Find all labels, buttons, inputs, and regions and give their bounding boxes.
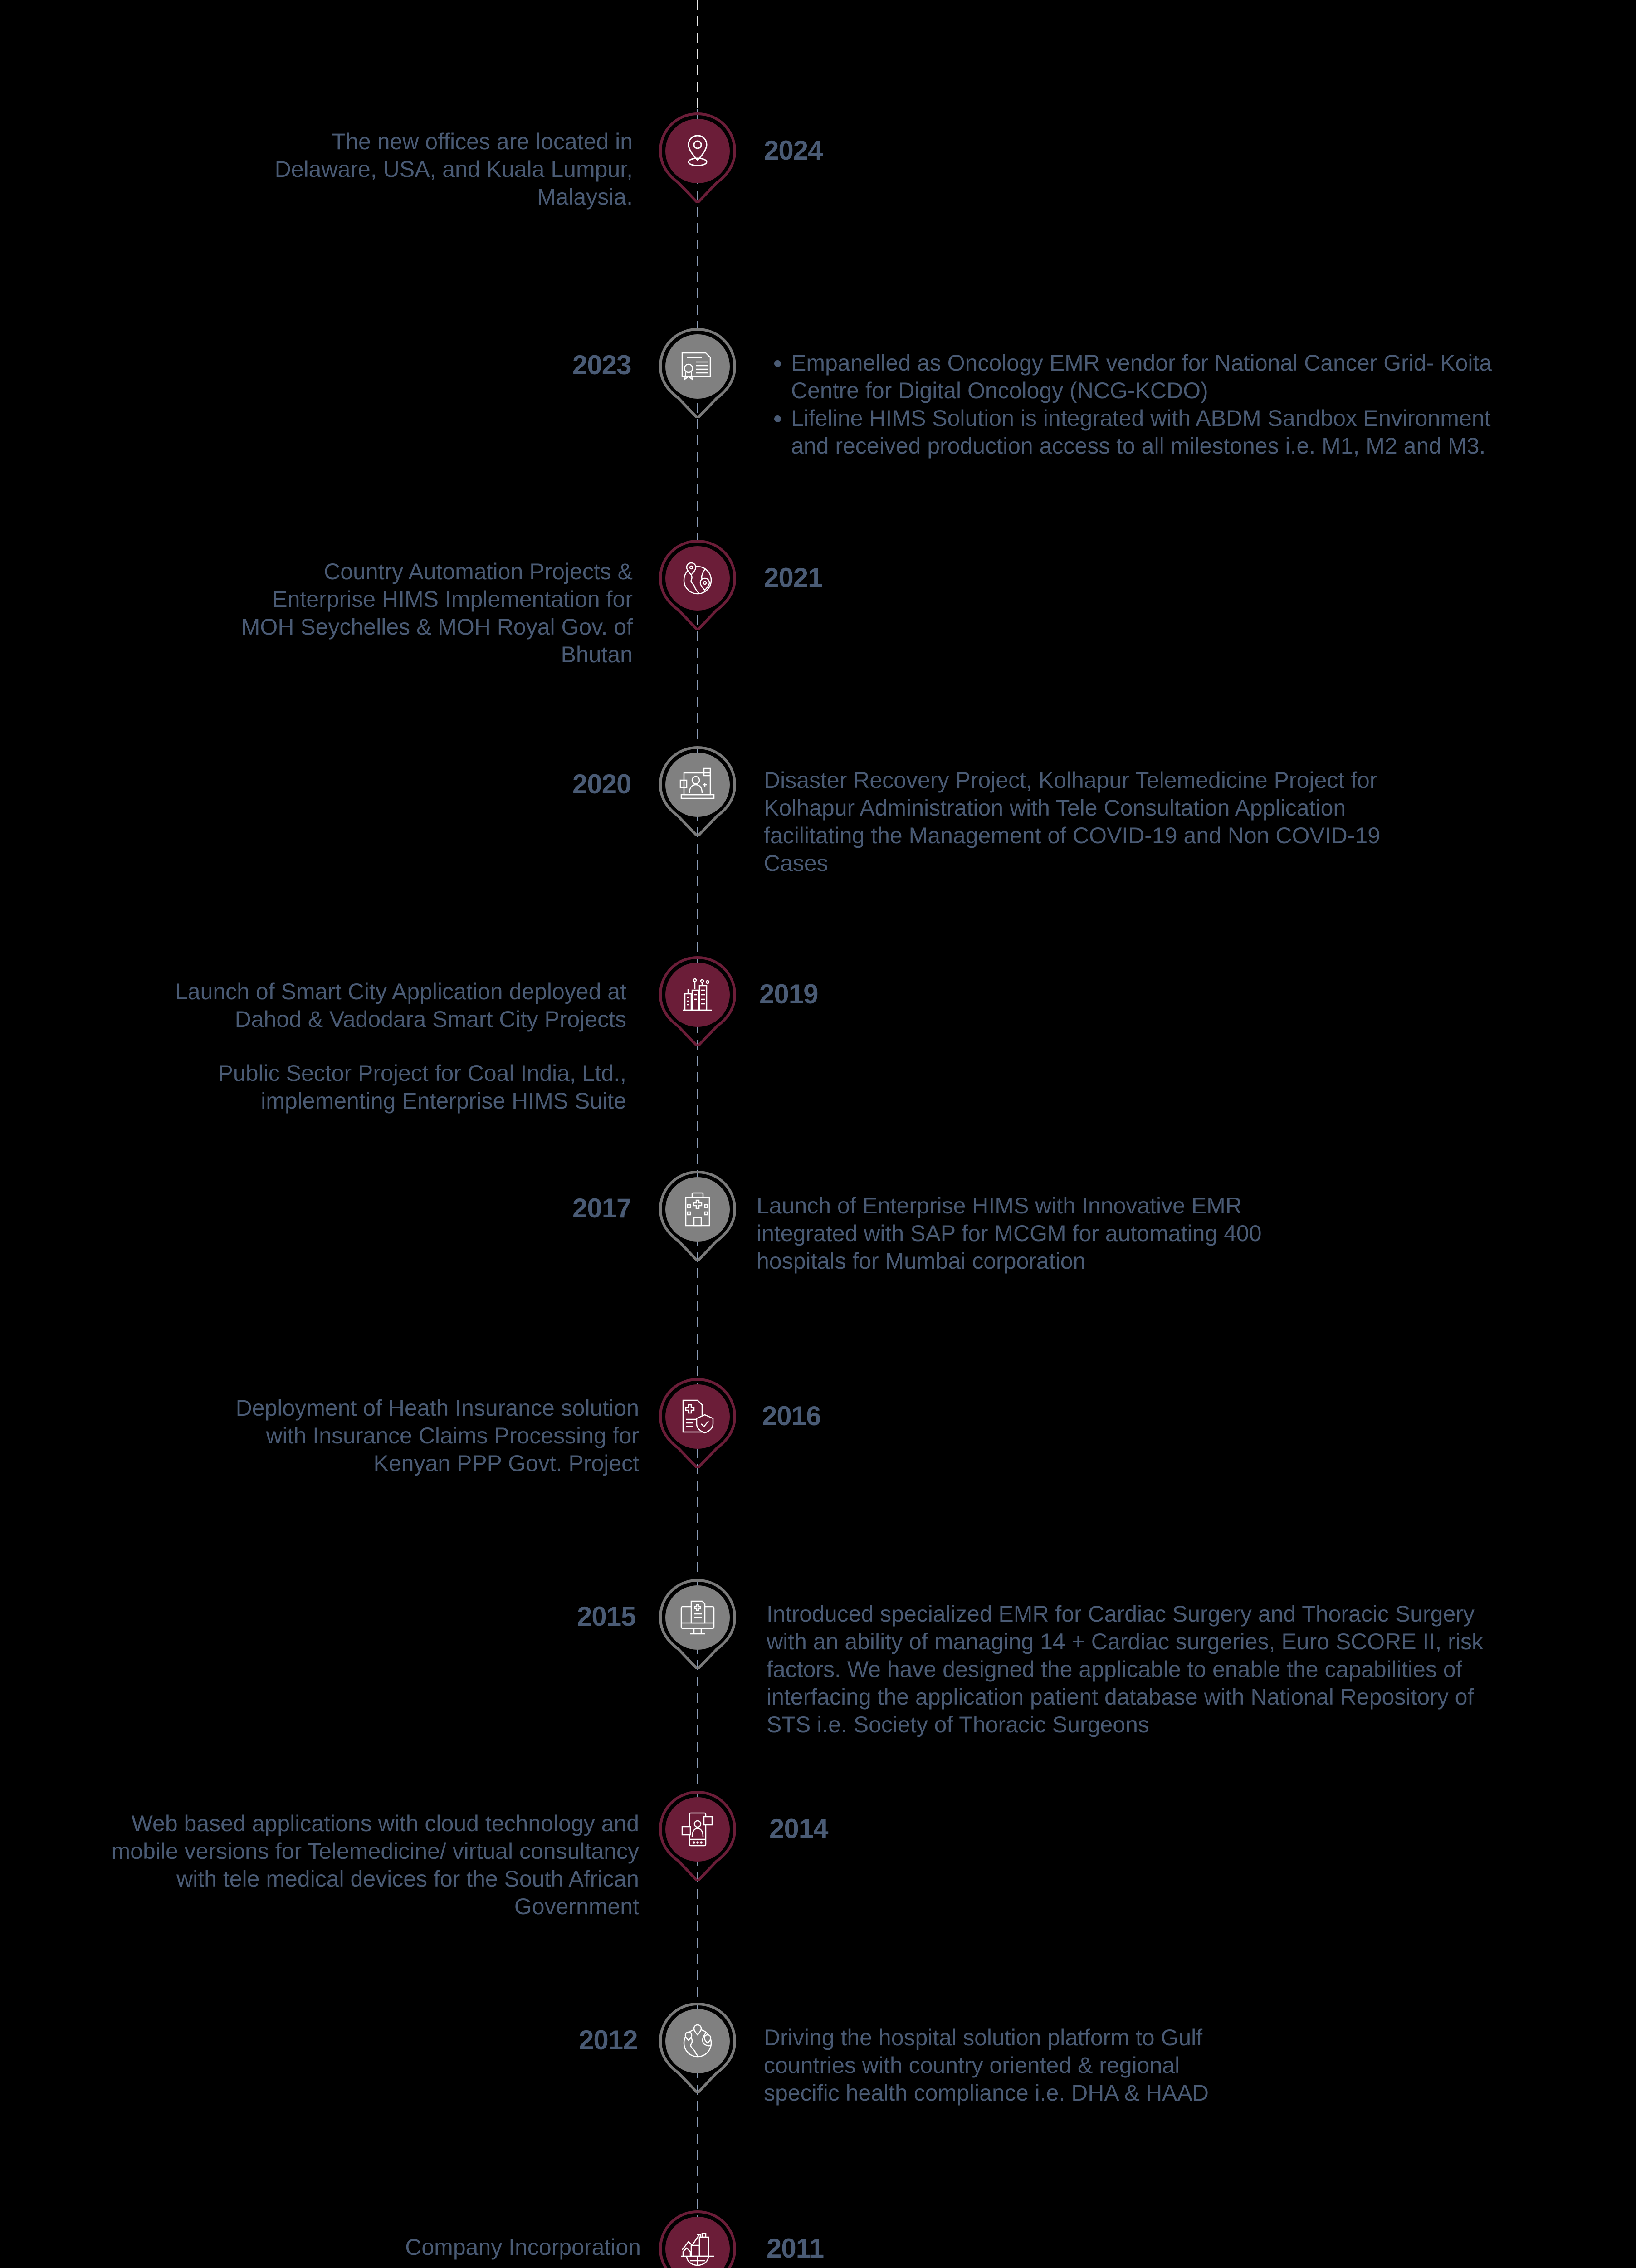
timeline-marker-2014 xyxy=(659,1790,737,1881)
year-label: 2020 xyxy=(572,769,631,799)
timeline-marker-2015 xyxy=(659,1579,737,1669)
telemedicine-laptop-icon xyxy=(679,767,715,799)
year-label: 2012 xyxy=(579,2025,638,2055)
milestone-description: Launch of Enterprise HIMS with Innovativ… xyxy=(757,1192,1437,1275)
bullet-item: Empanelled as Oncology EMR vendor for Na… xyxy=(791,349,1516,405)
description-line: specific health compliance i.e. DHA & HA… xyxy=(764,2080,1209,2106)
description-line: Country Automation Projects & xyxy=(324,559,633,584)
timeline-marker-2021 xyxy=(659,539,737,630)
description-line: facilitating the Management of COVID-19 … xyxy=(764,823,1381,848)
year-label: 2017 xyxy=(572,1193,631,1223)
timeline-marker-2023 xyxy=(659,327,737,418)
milestone-description: Driving the hospital solution platform t… xyxy=(764,2024,1444,2107)
company-growth-icon xyxy=(681,2233,714,2266)
description-line: Malaysia. xyxy=(537,184,633,210)
timeline-marker-2020 xyxy=(659,746,737,836)
description-line: implementing Enterprise HIMS Suite xyxy=(261,1088,626,1114)
timeline-marker-2017 xyxy=(659,1170,737,1261)
description-line: Government xyxy=(514,1894,639,1919)
description-line: STS i.e. Society of Thoracic Surgeons xyxy=(767,1712,1149,1737)
hospital-building-icon xyxy=(685,1192,710,1227)
milestone-description: Disaster Recovery Project, Kolhapur Tele… xyxy=(764,767,1535,877)
description-line: Introduced specialized EMR for Cardiac S… xyxy=(767,1601,1475,1627)
bullet-item: Lifeline HIMS Solution is integrated wit… xyxy=(791,405,1516,460)
milestone-description: Introduced specialized EMR for Cardiac S… xyxy=(767,1600,1628,1739)
year-label: 2011 xyxy=(767,2233,824,2263)
milestone-description: Web based applications with cloud techno… xyxy=(111,1810,639,1921)
description-line: Deployment of Heath Insurance solution xyxy=(235,1395,639,1421)
year-label: 2016 xyxy=(762,1401,821,1431)
milestone-description: Country Automation Projects & Enterprise… xyxy=(241,558,633,669)
milestone-description: Launch of Smart City Application deploye… xyxy=(175,978,626,1033)
description-line: Company Incorporation xyxy=(405,2234,641,2260)
mobile-consult-icon xyxy=(681,1812,713,1847)
description-line: interfacing the application patient data… xyxy=(767,1684,1474,1710)
description-line: Launch of Smart City Application deploye… xyxy=(175,979,626,1004)
globe-pins-icon xyxy=(683,2024,712,2058)
globe-pins-icon xyxy=(683,562,712,595)
description-line: Public Sector Project for Coal India, Lt… xyxy=(218,1061,626,1086)
timeline-marker-2024 xyxy=(659,112,737,203)
description-line: Cases xyxy=(764,850,828,876)
description-line: Delaware, USA, and Kuala Lumpur, xyxy=(274,156,633,182)
milestone-description: Company Incorporation xyxy=(405,2234,641,2261)
description-line: with tele medical devices for the South … xyxy=(176,1866,639,1892)
milestone-description: Deployment of Heath Insurance solution w… xyxy=(236,1394,639,1477)
year-label: 2024 xyxy=(764,135,823,166)
description-line: Dahod & Vadodara Smart City Projects xyxy=(234,1007,626,1032)
description-line: Disaster Recovery Project, Kolhapur Tele… xyxy=(764,767,1377,793)
description-line: hospitals for Mumbai corporation xyxy=(757,1248,1086,1274)
description-line: The new offices are located in xyxy=(332,129,633,154)
description-line: with Insurance Claims Processing for xyxy=(266,1423,639,1448)
timeline-axis-top xyxy=(697,0,698,109)
year-label: 2019 xyxy=(759,979,818,1009)
description-line: Driving the hospital solution platform t… xyxy=(764,2025,1203,2050)
year-label: 2023 xyxy=(572,350,631,380)
location-pin-icon xyxy=(688,135,708,166)
year-label: 2015 xyxy=(577,1601,636,1632)
description-line: MOH Seychelles & MOH Royal Gov. of xyxy=(241,614,633,640)
milestone-description-secondary: Public Sector Project for Coal India, Lt… xyxy=(218,1060,626,1115)
medical-monitor-icon xyxy=(680,1600,715,1635)
description-line: factors. We have designed the applicable… xyxy=(767,1657,1462,1682)
timeline-marker-2019 xyxy=(659,956,737,1046)
year-label: 2021 xyxy=(764,562,823,593)
description-line: Launch of Enterprise HIMS with Innovativ… xyxy=(757,1193,1242,1218)
timeline-marker-2011 xyxy=(659,2210,737,2268)
insurance-document-icon xyxy=(682,1399,714,1434)
milestone-description: Empanelled as Oncology EMR vendor for Na… xyxy=(763,349,1516,460)
description-line: Web based applications with cloud techno… xyxy=(131,1811,639,1836)
timeline-marker-2012 xyxy=(659,2002,737,2093)
timeline-marker-2016 xyxy=(659,1378,737,1468)
description-line: Kolhapur Administration with Tele Consul… xyxy=(764,795,1346,821)
milestone-bullet-list: Empanelled as Oncology EMR vendor for Na… xyxy=(763,349,1516,460)
smart-city-icon xyxy=(683,978,712,1011)
year-label: 2014 xyxy=(769,1813,828,1844)
description-line: Enterprise HIMS Implementation for xyxy=(272,587,633,612)
description-line: with an ability of managing 14 + Cardiac… xyxy=(767,1629,1483,1654)
certificate-icon xyxy=(681,352,711,381)
description-line: countries with country oriented & region… xyxy=(764,2053,1180,2078)
description-line: Kenyan PPP Govt. Project xyxy=(373,1451,640,1476)
milestone-description: The new offices are located in Delaware,… xyxy=(275,128,633,211)
description-line: mobile versions for Telemedicine/ virtua… xyxy=(111,1838,639,1864)
description-line: integrated with SAP for MCGM for automat… xyxy=(757,1221,1262,1246)
description-line: Bhutan xyxy=(561,642,633,667)
